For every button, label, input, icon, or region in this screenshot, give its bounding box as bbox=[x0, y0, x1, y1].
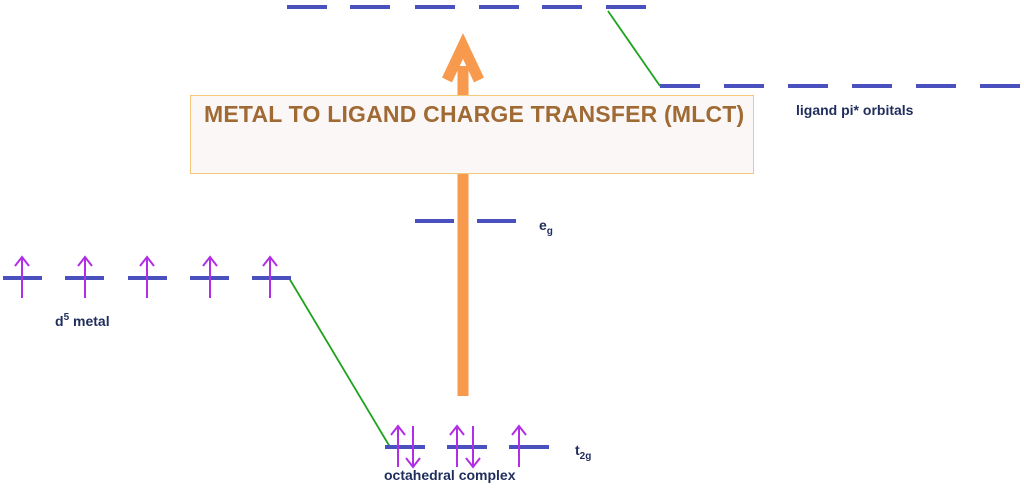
t2g-label: t2g bbox=[575, 442, 591, 462]
ligand-label: ligand pi* orbitals bbox=[796, 102, 914, 118]
complex-label: octahedral complex bbox=[384, 467, 516, 483]
electron-down-arrow bbox=[405, 426, 421, 469]
mlct-title: METAL TO LIGAND CHARGE TRANSFER (MLCT) bbox=[204, 101, 745, 127]
electron-down-arrow bbox=[465, 426, 481, 469]
metal-label: d5 metal bbox=[55, 312, 110, 329]
d5-metal-electrons bbox=[14, 255, 278, 298]
electron-up-arrow bbox=[77, 255, 93, 298]
connector-line-ligand bbox=[607, 10, 661, 87]
electron-up-arrow bbox=[202, 255, 218, 298]
electron-up-arrow bbox=[262, 255, 278, 298]
eg-label: eg bbox=[539, 217, 553, 237]
electron-up-arrow bbox=[449, 424, 465, 467]
connector-line-metal bbox=[288, 277, 391, 448]
electron-up-arrow bbox=[390, 424, 406, 467]
electron-up-arrow bbox=[511, 424, 527, 467]
mlct-title-box bbox=[190, 95, 754, 174]
electron-up-arrow bbox=[14, 255, 30, 298]
t2g-electrons bbox=[390, 424, 527, 469]
electron-up-arrow bbox=[139, 255, 155, 298]
